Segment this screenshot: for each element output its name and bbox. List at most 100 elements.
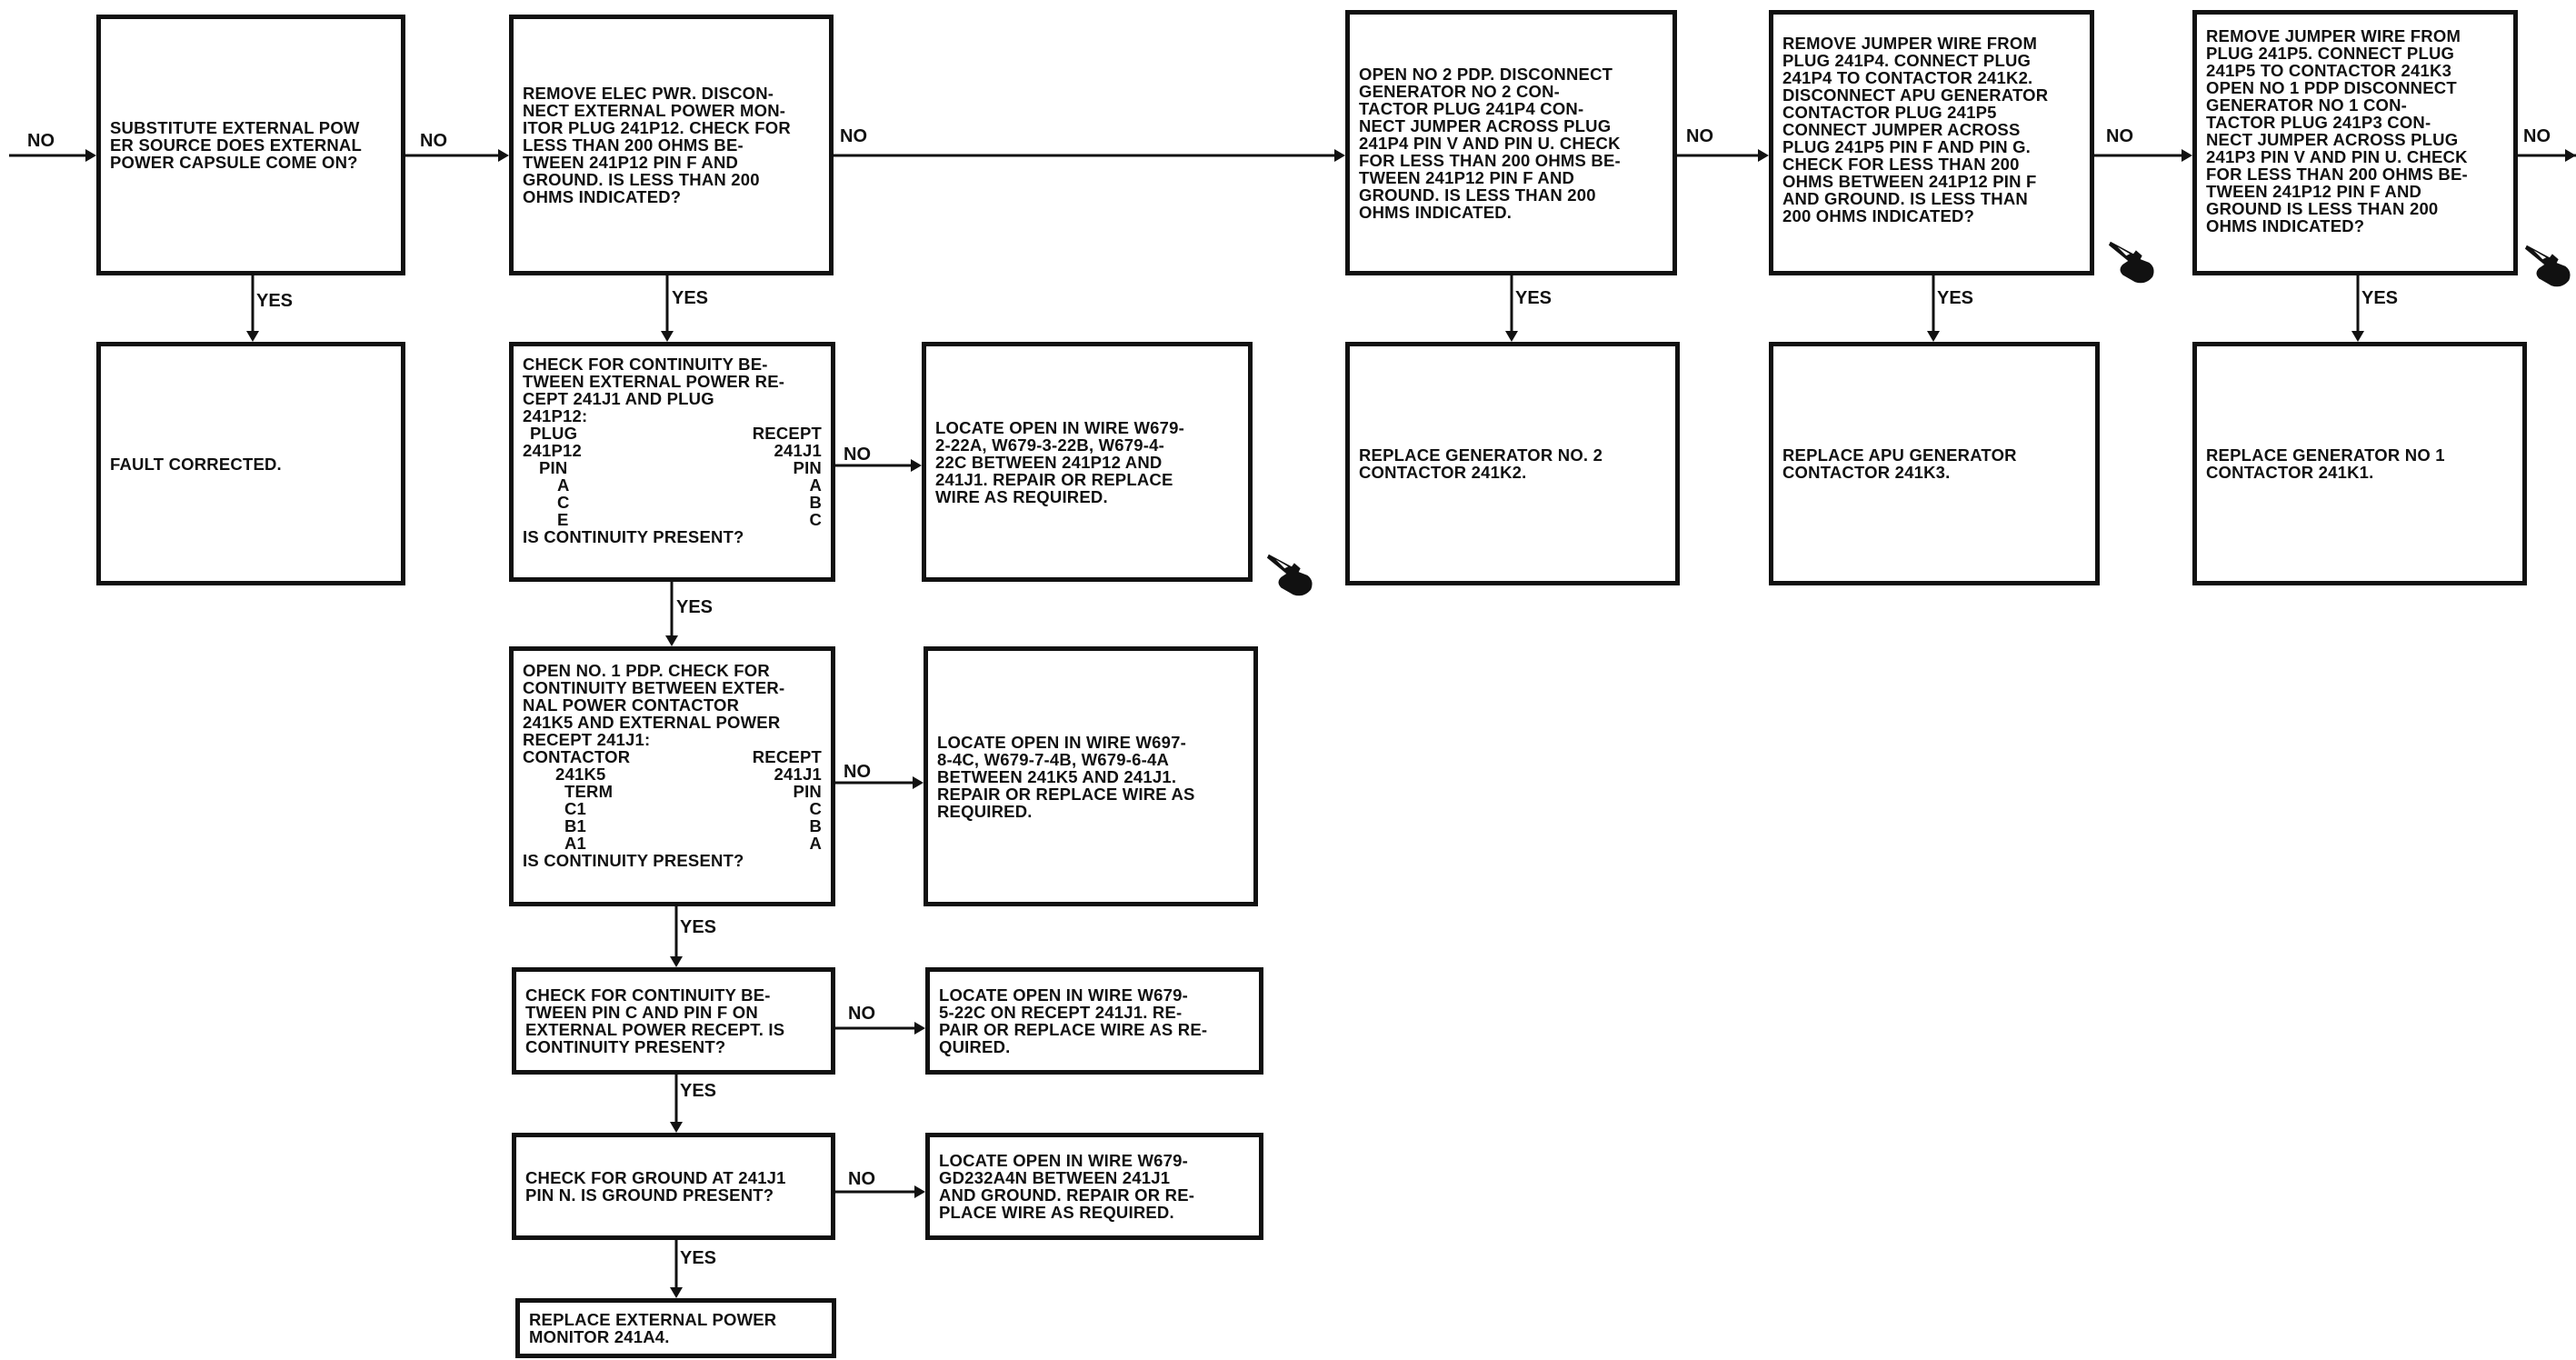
pin-column-contactor: CONTACTOR 241K5 TERM C1 B1 A1	[523, 748, 630, 852]
yes-label: YES	[680, 917, 717, 937]
arrowhead-icon	[498, 149, 509, 162]
pointing-hand-icon	[2524, 245, 2571, 287]
arrowhead-icon	[1334, 149, 1345, 162]
step-remove-elec-power: REMOVE ELEC PWR. DISCON- NECT EXTERNAL P…	[509, 15, 834, 275]
pointing-hand-icon	[2108, 241, 2154, 284]
step-locate-open-3: LOCATE OPEN IN WIRE W679- 5-22C ON RECEP…	[925, 967, 1263, 1075]
step-text: OPEN NO. 1 PDP. CHECK FOR CONTINUITY BET…	[523, 661, 785, 749]
arrowhead-icon	[914, 1022, 925, 1035]
pin-value: B	[809, 816, 822, 835]
step-text: LOCATE OPEN IN WIRE W679- 2-22A, W679-3-…	[935, 417, 1184, 506]
arrowhead-icon	[246, 331, 259, 342]
pin-value: A	[809, 834, 822, 853]
yes-label: YES	[2361, 288, 2399, 308]
step-locate-open-1: LOCATE OPEN IN WIRE W679- 2-22A, W679-3-…	[922, 342, 1253, 582]
pin-sub: PIN	[793, 458, 822, 477]
no-label: NO	[1686, 126, 1713, 146]
step-ground-check: CHECK FOR GROUND AT 241J1 PIN N. IS GROU…	[512, 1133, 835, 1240]
yes-label: YES	[256, 291, 294, 311]
step-question: IS CONTINUITY PRESENT?	[523, 527, 744, 546]
pin-column-recept: RECEPT 241J1 PIN A B C	[753, 425, 822, 528]
arrowhead-icon	[914, 1185, 925, 1198]
no-label: NO	[844, 762, 871, 782]
pin-id: 241J1	[774, 441, 822, 460]
no-label: NO	[2523, 126, 2551, 146]
pin-sub: TERM	[564, 782, 614, 801]
pin-column-recept: RECEPT 241J1 PIN C B A	[753, 748, 822, 852]
yes-label: YES	[680, 1248, 717, 1268]
pin-value: C	[809, 510, 822, 529]
pin-table: CONTACTOR 241K5 TERM C1 B1 A1 RECEPT 241…	[523, 748, 822, 852]
step-continuity-check: CHECK FOR CONTINUITY BE- TWEEN EXTERNAL …	[509, 342, 835, 582]
step-question: IS CONTINUITY PRESENT?	[523, 851, 744, 870]
arrowhead-icon	[665, 635, 678, 646]
arrowhead-icon	[661, 331, 674, 342]
yes-label: YES	[672, 288, 709, 308]
step-text: CHECK FOR CONTINUITY BE- TWEEN PIN C AND…	[525, 985, 785, 1056]
step-replace-generator-2: REPLACE GENERATOR NO. 2 CONTACTOR 241K2.	[1345, 342, 1680, 585]
pin-value: E	[557, 510, 569, 529]
step-replace-monitor: REPLACE EXTERNAL POWER MONITOR 241A4.	[515, 1298, 836, 1358]
arrowhead-icon	[670, 956, 683, 967]
arrowhead-icon	[913, 776, 924, 789]
pin-header: RECEPT	[752, 747, 822, 766]
step-fault-corrected: FAULT CORRECTED.	[96, 342, 405, 585]
step-text: SUBSTITUTE EXTERNAL POW ER SOURCE DOES E…	[110, 118, 362, 172]
pin-sub: PIN	[793, 782, 822, 801]
pin-value: C	[809, 799, 822, 818]
step-open-pdp2: OPEN NO 2 PDP. DISCONNECT GENERATOR NO 2…	[1345, 10, 1677, 275]
pin-table: PLUG 241P12 PIN A C E RECEPT 241J1 PIN A…	[523, 425, 822, 528]
yes-label: YES	[1937, 288, 1974, 308]
no-label: NO	[848, 1169, 875, 1189]
arrowhead-icon	[2182, 149, 2192, 162]
no-label: NO	[27, 131, 55, 151]
yes-label: YES	[676, 597, 714, 617]
step-text: CHECK FOR CONTINUITY BE- TWEEN EXTERNAL …	[523, 355, 785, 425]
pin-id: 241P12	[523, 441, 582, 460]
pin-header: PLUG	[530, 424, 578, 443]
pin-id: 241J1	[774, 765, 822, 784]
step-substitute-source: SUBSTITUTE EXTERNAL POW ER SOURCE DOES E…	[96, 15, 405, 275]
arrowhead-icon	[911, 459, 922, 472]
step-text: FAULT CORRECTED.	[110, 454, 282, 474]
arrowhead-icon	[1505, 331, 1518, 342]
arrowhead-icon	[1927, 331, 1940, 342]
step-pin-c-f-continuity: CHECK FOR CONTINUITY BE- TWEEN PIN C AND…	[512, 967, 835, 1075]
arrowhead-icon	[670, 1287, 683, 1298]
step-locate-open-2: LOCATE OPEN IN WIRE W697- 8-4C, W679-7-4…	[924, 646, 1258, 906]
yes-label: YES	[1515, 288, 1553, 308]
step-replace-apu-contactor: REPLACE APU GENERATOR CONTACTOR 241K3.	[1769, 342, 2100, 585]
arrowhead-icon	[670, 1122, 683, 1133]
pointing-hand-icon	[1266, 554, 1313, 596]
step-text: OPEN NO 2 PDP. DISCONNECT GENERATOR NO 2…	[1359, 64, 1621, 222]
step-text: LOCATE OPEN IN WIRE W679- 5-22C ON RECEP…	[939, 985, 1208, 1056]
no-label: NO	[840, 126, 867, 146]
no-label: NO	[420, 131, 447, 151]
arrowhead-icon	[2565, 149, 2576, 162]
step-remove-jumper-p5: REMOVE JUMPER WIRE FROM PLUG 241P5. CONN…	[2192, 10, 2518, 275]
no-label: NO	[2106, 126, 2133, 146]
step-text: REMOVE ELEC PWR. DISCON- NECT EXTERNAL P…	[523, 84, 791, 206]
pin-id: 241K5	[555, 765, 606, 784]
step-text: REPLACE GENERATOR NO. 2 CONTACTOR 241K2.	[1359, 445, 1603, 482]
pin-header: RECEPT	[752, 424, 822, 443]
step-text: LOCATE OPEN IN WIRE W679- GD232A4N BETWE…	[939, 1151, 1195, 1222]
pin-value: C1	[564, 799, 587, 818]
no-label: NO	[844, 445, 871, 465]
yes-label: YES	[680, 1081, 717, 1101]
step-text: REPLACE EXTERNAL POWER MONITOR 241A4.	[529, 1310, 777, 1346]
step-text: REPLACE APU GENERATOR CONTACTOR 241K3.	[1782, 445, 2017, 482]
pin-column-plug: PLUG 241P12 PIN A C E	[523, 425, 582, 528]
pin-header: CONTACTOR	[523, 747, 631, 766]
step-text: REMOVE JUMPER WIRE FROM PLUG 241P4. CONN…	[1782, 34, 2049, 225]
step-locate-open-4: LOCATE OPEN IN WIRE W679- GD232A4N BETWE…	[925, 1133, 1263, 1240]
step-text: CHECK FOR GROUND AT 241J1 PIN N. IS GROU…	[525, 1168, 786, 1205]
arrowhead-icon	[2351, 331, 2364, 342]
pin-sub: PIN	[539, 458, 568, 477]
pin-value: A	[809, 475, 822, 495]
step-remove-jumper-p4: REMOVE JUMPER WIRE FROM PLUG 241P4. CONN…	[1769, 10, 2094, 275]
step-text: REPLACE GENERATOR NO 1 CONTACTOR 241K1.	[2206, 445, 2445, 482]
step-replace-generator-1: REPLACE GENERATOR NO 1 CONTACTOR 241K1.	[2192, 342, 2527, 585]
